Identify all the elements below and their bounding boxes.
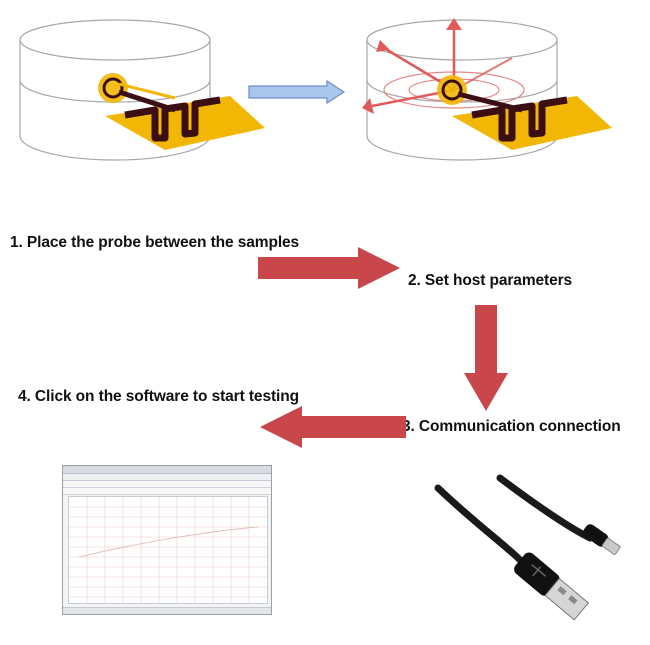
window-parameter-row: [63, 481, 271, 488]
step-2-label: 2. Set host parameters: [408, 272, 573, 289]
step-4-label: 4. Click on the software to start testin…: [18, 388, 299, 405]
transition-arrow-icon: [248, 80, 346, 104]
heat-flow-illustration: [362, 18, 612, 161]
step-1-label: 1. Place the probe between the samples: [10, 234, 300, 251]
window-title-bar: [63, 466, 271, 474]
window-status-bar: [63, 607, 271, 614]
probe-between-samples-illustration: [19, 19, 265, 161]
sensor-probe-icon: [437, 75, 612, 150]
window-tab-row: [63, 488, 271, 495]
software-window-icon: [62, 465, 272, 615]
step-3-label: 3. Communication connection: [402, 418, 621, 435]
usb-cable-icon: [434, 474, 621, 621]
flow-arrow-down-icon: [464, 305, 508, 411]
sample-cylinder-icon: [19, 19, 211, 161]
flow-arrow-right-icon: [258, 247, 400, 289]
window-toolbar: [63, 474, 271, 481]
window-plot-area: [68, 496, 268, 604]
sensor-probe-icon: [98, 73, 265, 150]
flow-arrow-left-icon: [260, 406, 406, 448]
